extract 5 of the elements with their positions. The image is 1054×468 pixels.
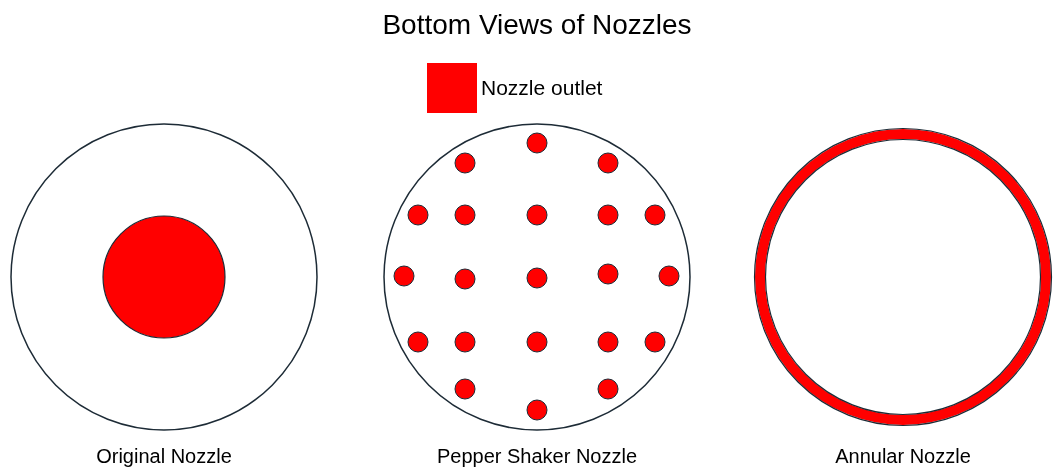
legend-label: Nozzle outlet	[481, 76, 603, 100]
nozzle-caption: Original Nozzle	[95, 445, 233, 467]
nozzle-caption: Pepper Shaker Nozzle	[435, 445, 639, 467]
diagram-title: Bottom Views of Nozzles	[381, 8, 693, 42]
nozzle-caption: Annular Nozzle	[834, 445, 972, 467]
